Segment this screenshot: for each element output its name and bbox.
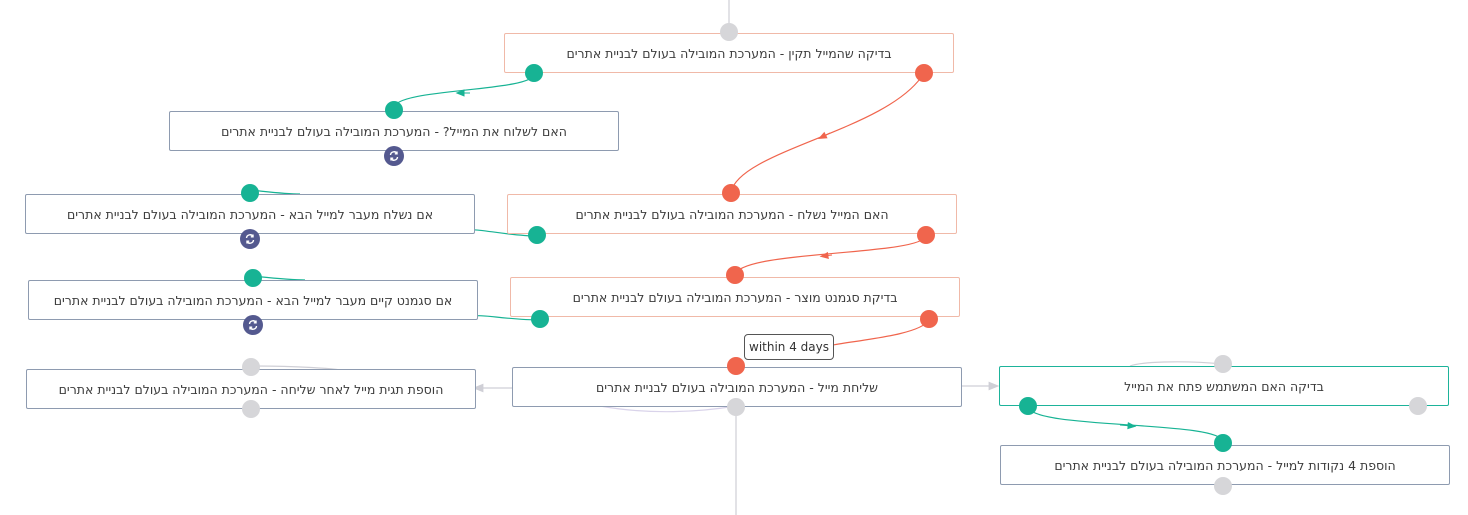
connector-idle-5 xyxy=(1129,361,1224,367)
connector-no-3 xyxy=(832,319,930,346)
connector-no-1 xyxy=(730,72,925,193)
yes-port[interactable] xyxy=(1019,397,1037,415)
input-port[interactable] xyxy=(720,23,738,41)
delay-label[interactable]: within 4 days xyxy=(744,334,834,360)
input-port[interactable] xyxy=(722,184,740,202)
yes-port[interactable] xyxy=(531,310,549,328)
no-port[interactable] xyxy=(920,310,938,328)
connector-yes-1 xyxy=(393,73,535,109)
no-port[interactable] xyxy=(915,64,933,82)
output-port[interactable] xyxy=(1214,477,1232,495)
repeat-icon[interactable] xyxy=(384,146,404,166)
connector-no-2 xyxy=(734,235,927,276)
node-label: בדיקה שהמייל תקין - המערכת המובילה בעולם… xyxy=(566,45,892,61)
node-label: בדיקת סגמנט מוצר - המערכת המובילה בעולם … xyxy=(572,289,898,305)
input-port[interactable] xyxy=(385,101,403,119)
node-label: האם לשלוח את המייל? - המערכת המובילה בעו… xyxy=(221,123,567,139)
node-label: הוספת תגית מייל לאחר שליחה - המערכת המוב… xyxy=(58,381,444,397)
no-port[interactable] xyxy=(1409,397,1427,415)
arrow-no-1 xyxy=(817,131,831,140)
output-port[interactable] xyxy=(242,400,260,418)
input-port[interactable] xyxy=(242,358,260,376)
node-label: הוספת 4 נקודות למייל - המערכת המובילה בע… xyxy=(1054,457,1396,473)
arrow-yes-4 xyxy=(1119,422,1137,430)
input-port[interactable] xyxy=(1214,434,1232,452)
input-port[interactable] xyxy=(241,184,259,202)
arrow-no-2 xyxy=(819,251,833,260)
input-port[interactable] xyxy=(1214,355,1232,373)
yes-port[interactable] xyxy=(525,64,543,82)
node-label: האם המייל נשלח - המערכת המובילה בעולם לב… xyxy=(575,206,889,222)
input-port[interactable] xyxy=(726,266,744,284)
input-port[interactable] xyxy=(727,357,745,375)
node-label: אם סגמנט קיים מעבר למייל הבא - המערכת המ… xyxy=(53,292,453,308)
repeat-icon[interactable] xyxy=(240,229,260,249)
connector-idle-4 xyxy=(599,405,737,413)
connector-yes-4 xyxy=(1027,405,1224,443)
node-label: בדיקה האם המשתמש פתח את המייל xyxy=(1124,378,1324,394)
no-port[interactable] xyxy=(917,226,935,244)
input-port[interactable] xyxy=(244,269,262,287)
node-label: אם נשלח מעבר למייל הבא - המערכת המובילה … xyxy=(66,206,434,222)
output-port[interactable] xyxy=(727,398,745,416)
repeat-icon[interactable] xyxy=(243,315,263,335)
yes-port[interactable] xyxy=(528,226,546,244)
node-label: שליחת מייל - המערכת המובילה בעולם לבניית… xyxy=(595,379,879,395)
